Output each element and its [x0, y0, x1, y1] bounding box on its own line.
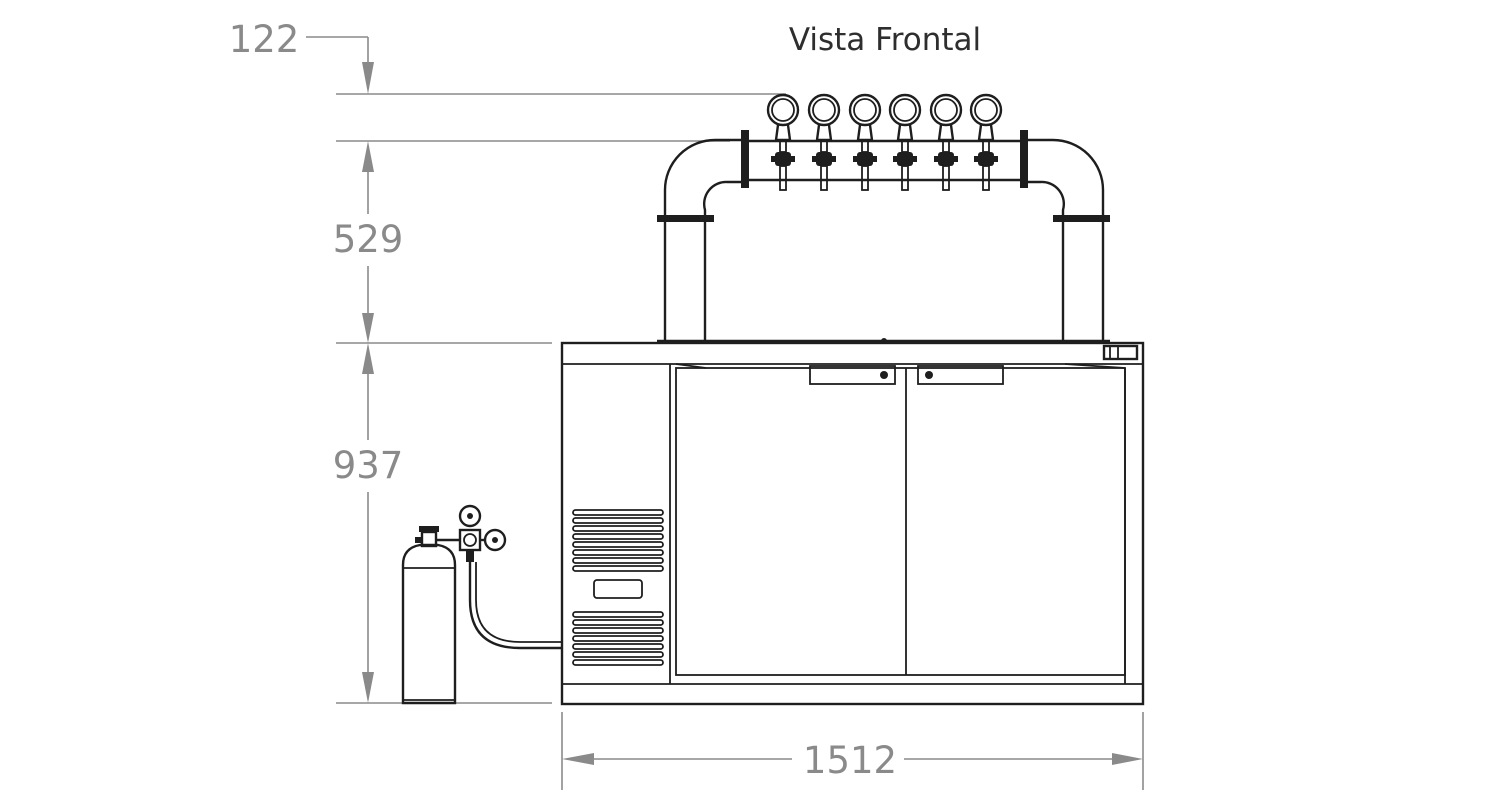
dimension-cabinet-height: 937: [333, 342, 552, 704]
dimension-cabinet-height-label: 937: [333, 444, 404, 487]
dimension-width: 1512: [561, 712, 1144, 790]
beer-tap: [969, 93, 1003, 191]
beer-tap: [929, 93, 963, 191]
dimension-width-label: 1512: [803, 739, 897, 782]
door-handle-left: [809, 365, 896, 385]
dimension-top-offset: 122: [229, 18, 786, 95]
refrigerated-cabinet: [560, 338, 1145, 706]
beer-tap: [888, 93, 922, 191]
lower-vent-grille: [572, 611, 664, 666]
beer-taps: [766, 93, 1003, 191]
beer-tap: [848, 93, 882, 191]
control-panel-display: [593, 579, 643, 599]
dimension-top-offset-label: 122: [229, 18, 300, 61]
door-frame: [675, 367, 1126, 676]
gas-regulator: [436, 504, 562, 650]
door-handle-right: [917, 365, 1004, 385]
beer-tower: [657, 130, 1110, 343]
dimension-tower-height: 529: [333, 140, 730, 343]
beer-tap: [766, 93, 800, 191]
cabinet-nameplate: [1102, 344, 1139, 361]
beer-tap: [807, 93, 841, 191]
upper-vent-grille: [572, 509, 664, 572]
co2-cylinder: [401, 526, 457, 705]
dimension-tower-height-label: 529: [333, 218, 404, 261]
view-title: Vista Frontal: [789, 22, 981, 58]
